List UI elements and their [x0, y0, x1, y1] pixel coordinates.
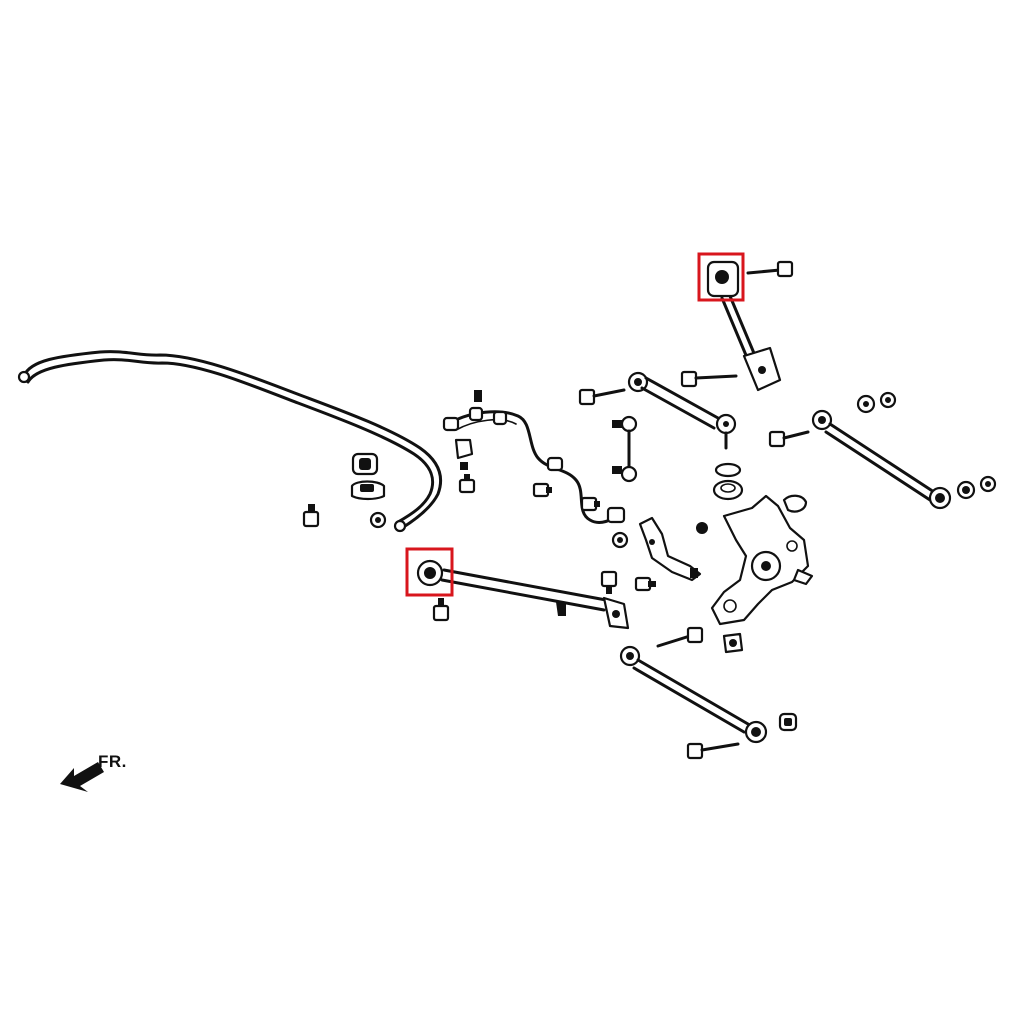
bolt	[746, 260, 794, 278]
abs-sensor-harness	[442, 390, 626, 524]
trailing-arm	[440, 568, 630, 630]
arrow-front-icon	[60, 762, 104, 792]
bushing	[956, 475, 997, 500]
stabilizer-bracket	[350, 480, 386, 501]
nut	[369, 511, 387, 529]
bolt	[580, 496, 600, 512]
stabilizer-bar-end	[17, 370, 31, 384]
highlight-box-upper-link-bushing	[697, 252, 745, 302]
bushing	[778, 712, 798, 732]
upper-link-bushing	[706, 260, 740, 298]
lateral-arm	[811, 409, 952, 510]
bolt	[302, 504, 320, 528]
lower-arm	[619, 645, 768, 744]
bolt	[634, 576, 656, 592]
bushing	[856, 391, 897, 414]
bolt	[432, 598, 450, 622]
highlight-box-trailing-arm-bushing	[405, 547, 454, 597]
trailing-arm-bracket	[638, 516, 702, 582]
bolt	[600, 570, 618, 594]
ball-joint-boot	[712, 462, 744, 501]
stabilizer-end-link	[612, 415, 638, 483]
stabilizer-bar-end	[393, 519, 407, 533]
bolt	[686, 742, 740, 760]
bolt	[768, 430, 810, 448]
stabilizer-bushing	[351, 452, 379, 476]
upper-arm	[627, 371, 737, 450]
bolt	[680, 370, 738, 388]
upper-link	[720, 294, 782, 392]
bushing	[722, 632, 744, 654]
knuckle	[696, 494, 814, 626]
bolt	[656, 626, 704, 648]
stabilizer-bar	[17, 350, 443, 533]
bolt	[532, 482, 552, 498]
nut	[611, 531, 629, 549]
bolt	[458, 474, 476, 494]
trailing-arm-bushing	[416, 559, 444, 587]
bolt	[578, 388, 626, 406]
direction-label: FR.	[98, 752, 127, 771]
